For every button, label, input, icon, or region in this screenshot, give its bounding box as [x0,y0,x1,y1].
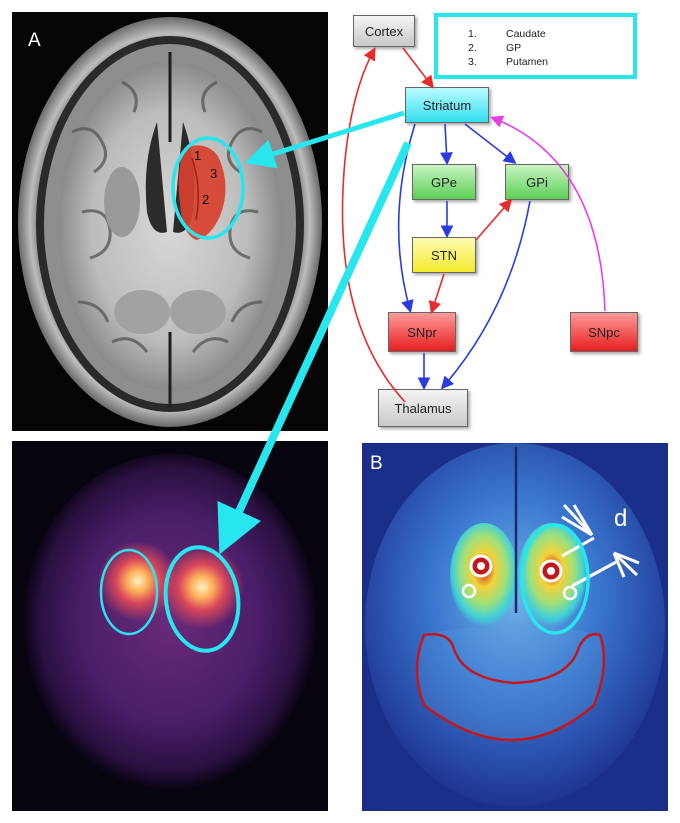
striatal-uptake-heatmap: B d [362,443,668,811]
node-cortex: Cortex [353,15,415,47]
region-number-caudate: 1 [194,148,202,163]
node-striatum: Striatum [405,87,489,123]
legend-item-label: Putamen [506,56,549,68]
region-legend: 1.Caudate 2.GP 3.Putamen [434,13,637,79]
distance-d-label: d [614,505,628,532]
legend-item: 2.GP [468,42,522,54]
mri-axial-image: A 1 3 2 [12,12,328,431]
region-number-gp: 2 [202,192,210,207]
legend-item-label: Caudate [506,28,546,40]
legend-item: 1.Caudate [468,28,546,40]
node-snpr: SNpr [388,312,456,352]
pet-scan-image [12,441,328,811]
mri-brain-drawing [18,17,322,427]
node-gpi: GPi [505,164,569,200]
node-stn: STN [412,237,476,273]
panel-b-label: B [370,453,383,474]
legend-item-label: GP [506,42,522,54]
legend-item: 3.Putamen [468,56,549,68]
striatum-highlight [178,145,226,240]
node-gpe: GPe [412,164,476,200]
node-thalamus: Thalamus [378,389,468,427]
region-number-putamen: 3 [210,166,218,181]
basal-ganglia-circuit-diagram: Cortex Striatum GPe GPi STN SNpr SNpc Th… [328,0,680,441]
heatmap-drawing [362,443,668,811]
panel-a-label: A [28,30,41,51]
node-snpc: SNpc [570,312,638,352]
